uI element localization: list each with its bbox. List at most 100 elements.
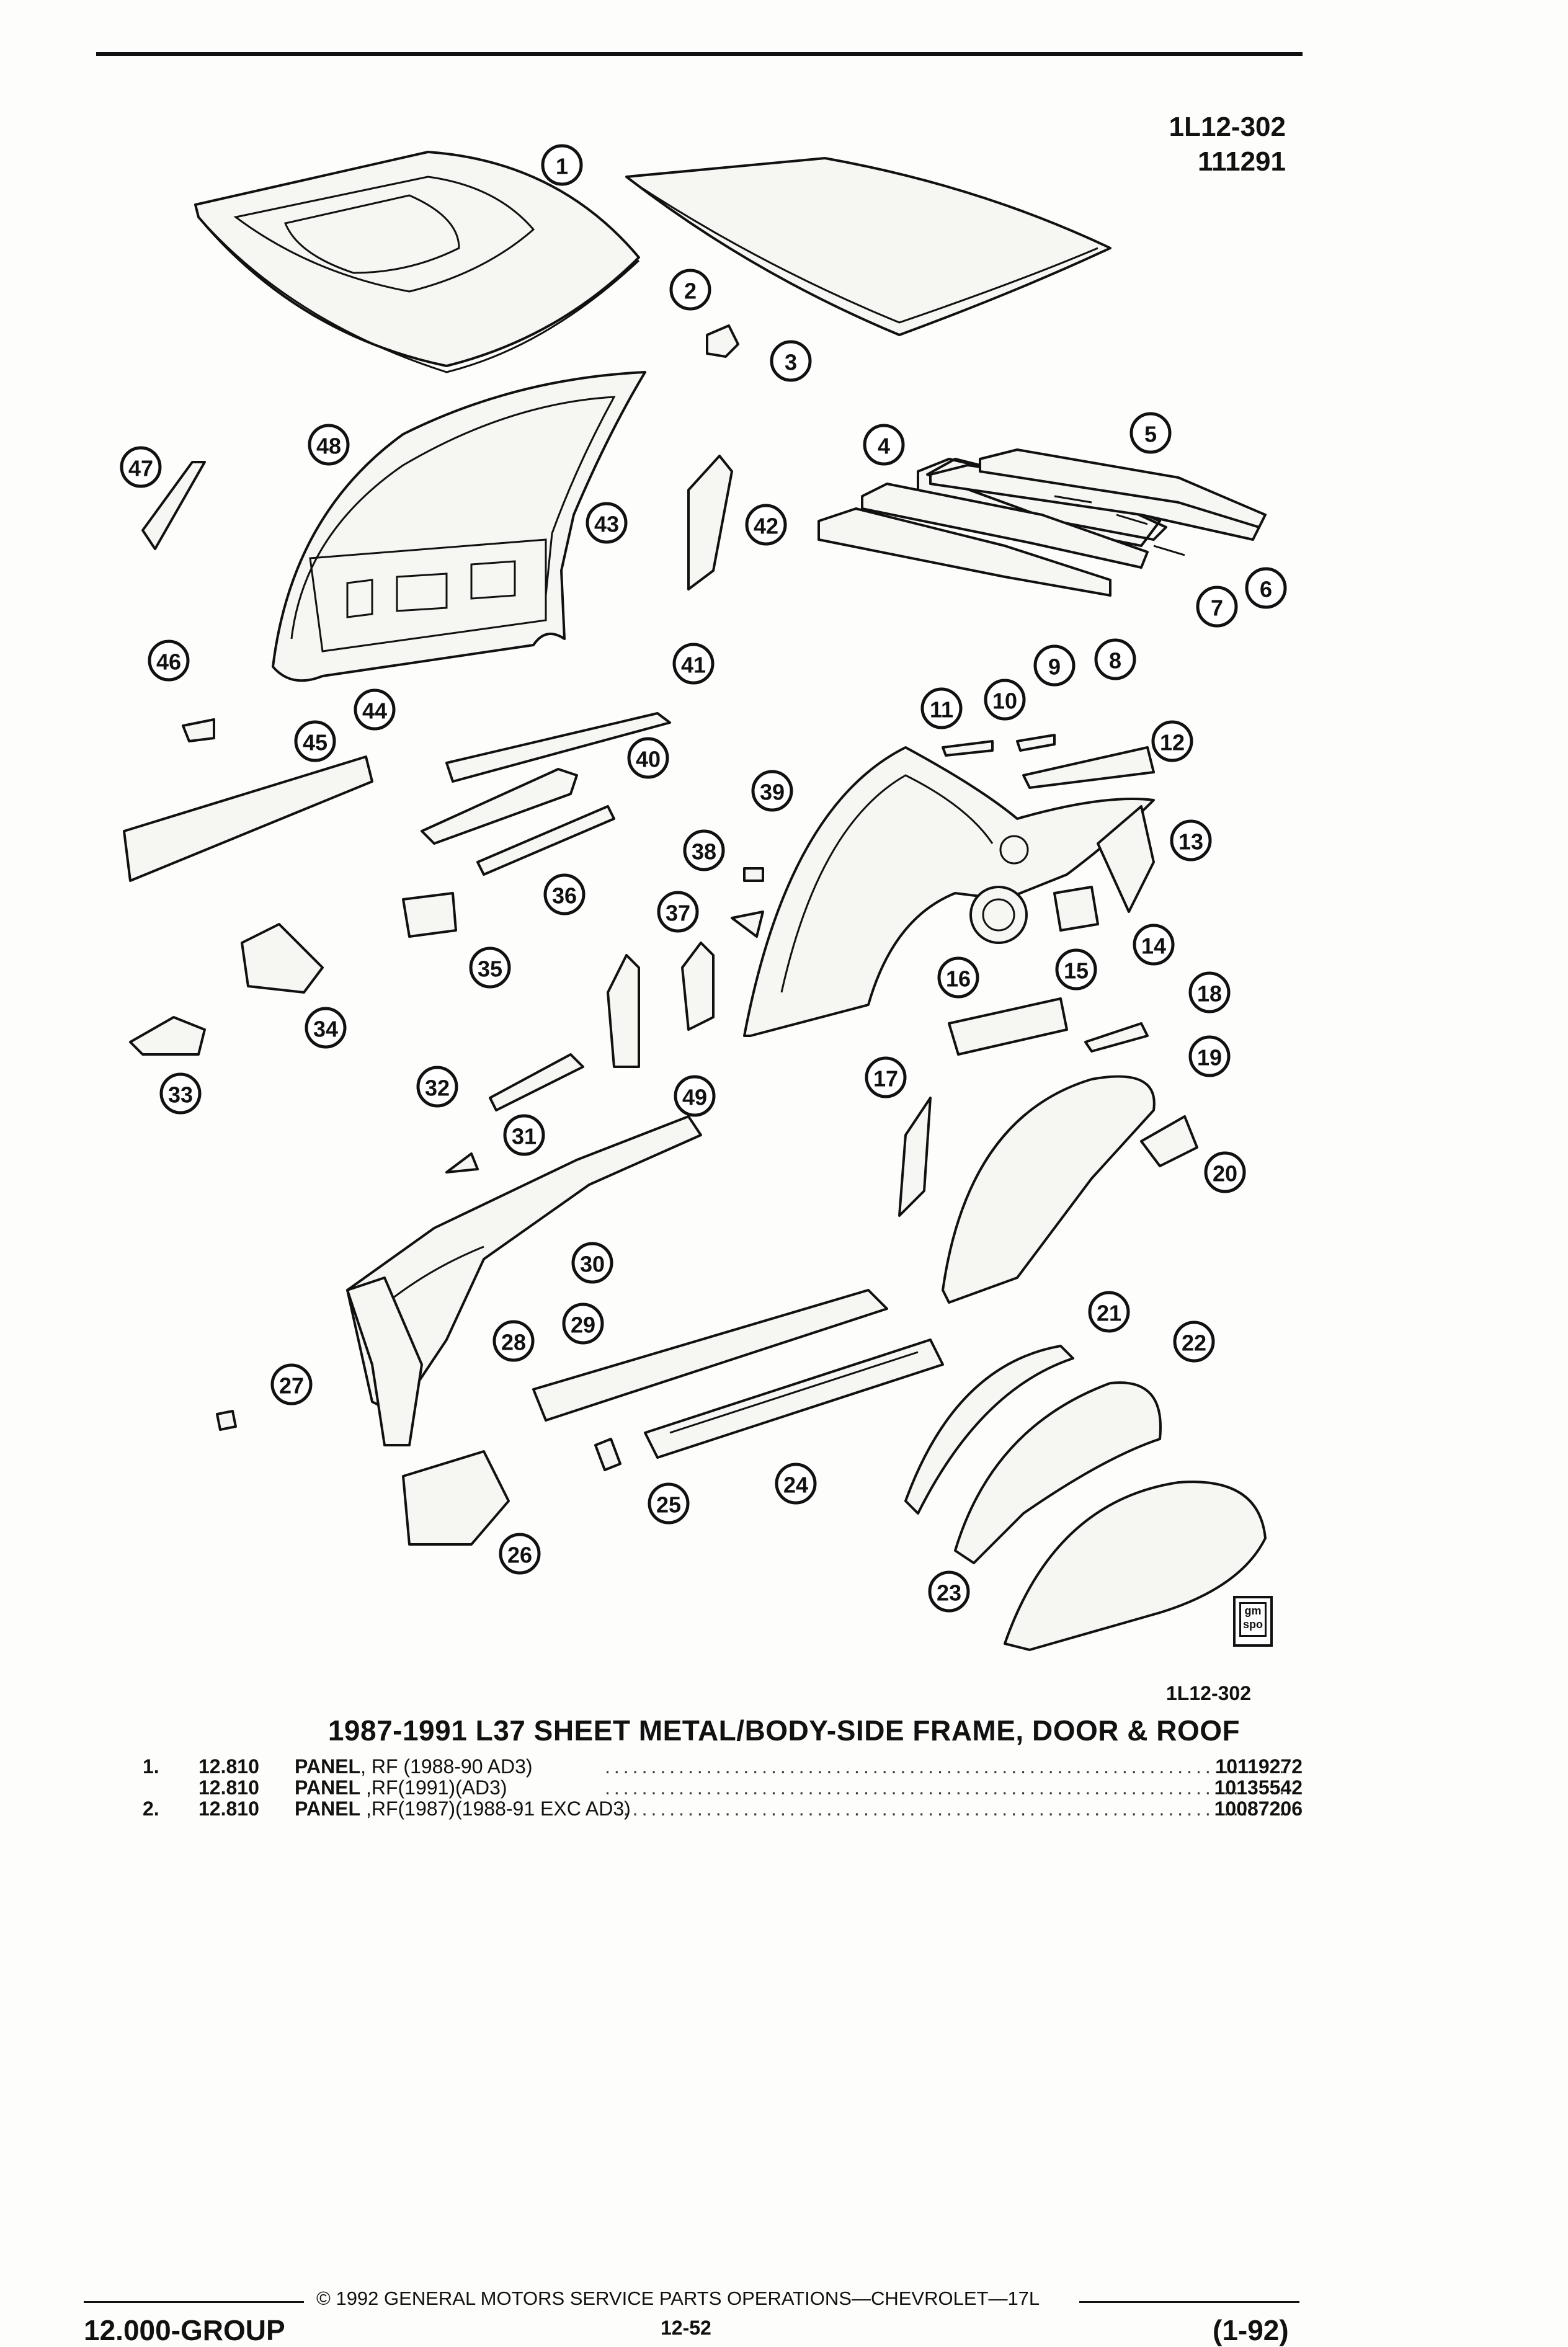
callout-23: 23	[928, 1570, 970, 1613]
callout-16: 16	[937, 956, 979, 999]
callout-49: 49	[674, 1075, 716, 1117]
callout-1: 1	[541, 144, 583, 186]
part-26	[402, 1450, 510, 1546]
svg-text:42: 42	[754, 514, 778, 539]
callout-6: 6	[1245, 567, 1287, 609]
part-18	[1084, 1022, 1149, 1053]
svg-text:33: 33	[168, 1082, 193, 1108]
svg-text:45: 45	[303, 730, 327, 755]
callout-48: 48	[308, 424, 350, 466]
callout-5: 5	[1129, 412, 1172, 454]
callout-30: 30	[571, 1242, 613, 1284]
part-description: PANEL ,RF(1991)(AD3)	[295, 1776, 507, 1799]
doc-code: 1L12-302	[1169, 112, 1286, 142]
part-roof-panel	[625, 157, 1111, 336]
part-19-wheelhouse	[942, 1075, 1156, 1304]
callout-13: 13	[1170, 819, 1212, 862]
group-number: 12.810	[198, 1797, 259, 1820]
svg-text:23: 23	[937, 1580, 961, 1606]
part-34	[241, 923, 324, 994]
callout-14: 14	[1133, 924, 1175, 966]
svg-text:40: 40	[636, 747, 661, 772]
svg-text:12: 12	[1160, 730, 1185, 755]
part-42	[687, 455, 733, 590]
svg-text:39: 39	[760, 780, 785, 805]
svg-text:15: 15	[1064, 958, 1089, 984]
part-35	[402, 892, 457, 938]
svg-text:38: 38	[692, 839, 716, 865]
part-number: 10135542	[1214, 1776, 1303, 1799]
footer-rule-left	[84, 2301, 304, 2303]
part-name: PANEL	[295, 1797, 361, 1820]
svg-text:1: 1	[556, 154, 568, 179]
page-title: 1987-1991 L37 SHEET METAL/BODY-SIDE FRAM…	[327, 1714, 1241, 1747]
svg-text:3: 3	[785, 350, 797, 375]
svg-text:27: 27	[279, 1373, 304, 1399]
callout-2: 2	[669, 269, 711, 311]
svg-text:24: 24	[783, 1472, 808, 1498]
callout-25: 25	[648, 1482, 690, 1525]
svg-text:19: 19	[1197, 1045, 1222, 1071]
part-name: PANEL	[295, 1755, 361, 1778]
part-47	[141, 461, 206, 550]
callout-29: 29	[562, 1303, 604, 1345]
leader-dots: ........................................…	[605, 1755, 1287, 1778]
svg-text:43: 43	[594, 512, 619, 537]
diagram-code: 1L12-302	[1166, 1682, 1251, 1704]
part-33	[129, 1016, 206, 1056]
callout-32: 32	[416, 1066, 458, 1108]
callout-20: 20	[1204, 1151, 1246, 1193]
callout-26: 26	[499, 1533, 541, 1575]
svg-text:32: 32	[425, 1076, 450, 1101]
svg-text:5: 5	[1144, 422, 1157, 447]
callout-9: 9	[1033, 644, 1076, 687]
svg-text:47: 47	[128, 456, 153, 481]
callout-45: 45	[294, 720, 336, 762]
callout-35: 35	[469, 946, 511, 989]
part-spec: ,RF(1987)(1988-91 EXC AD3)	[360, 1797, 631, 1820]
part-36	[476, 805, 615, 876]
callout-8: 8	[1094, 638, 1136, 680]
part-22-outer-wheelhouse	[954, 1381, 1162, 1564]
part-20	[1140, 1115, 1198, 1167]
svg-text:30: 30	[580, 1252, 605, 1277]
svg-text:16: 16	[946, 966, 971, 992]
callout-4: 4	[863, 424, 905, 466]
callout-22: 22	[1173, 1320, 1215, 1363]
callout-15: 15	[1055, 948, 1097, 991]
callout-24: 24	[775, 1463, 817, 1505]
copyright-notice: © 1992 GENERAL MOTORS SERVICE PARTS OPER…	[316, 2287, 1040, 2309]
part-number: 10119272	[1215, 1755, 1303, 1778]
svg-text:11: 11	[930, 697, 953, 723]
part-40	[421, 768, 578, 845]
svg-text:6: 6	[1260, 577, 1272, 602]
part-vents	[607, 942, 715, 1068]
part-25	[594, 1438, 621, 1471]
page-number: 12-52	[661, 2317, 711, 2339]
svg-text:9: 9	[1048, 654, 1061, 680]
part-description: PANEL, RF (1988-90 AD3)	[295, 1755, 533, 1778]
callout-21: 21	[1088, 1291, 1130, 1333]
callout-47: 47	[120, 446, 162, 488]
callout-40: 40	[627, 737, 669, 779]
part-21	[904, 1345, 1074, 1515]
svg-text:37: 37	[666, 901, 690, 926]
leader-dots: ........................................…	[605, 1776, 1287, 1799]
svg-text:36: 36	[552, 883, 577, 909]
callout-44: 44	[354, 688, 396, 731]
svg-text:34: 34	[313, 1017, 338, 1042]
callout-37: 37	[657, 891, 699, 933]
svg-text:26: 26	[507, 1543, 532, 1568]
revision-label: (1-92)	[1213, 2314, 1289, 2346]
top-rule	[96, 52, 1303, 56]
callout-36: 36	[543, 873, 586, 915]
part-spec: ,RF(1991)(AD3)	[360, 1776, 507, 1799]
svg-text:49: 49	[682, 1085, 707, 1110]
svg-text:8: 8	[1109, 648, 1121, 674]
part-32	[489, 1053, 584, 1111]
svg-text:31: 31	[512, 1124, 537, 1149]
part-41	[445, 712, 671, 783]
